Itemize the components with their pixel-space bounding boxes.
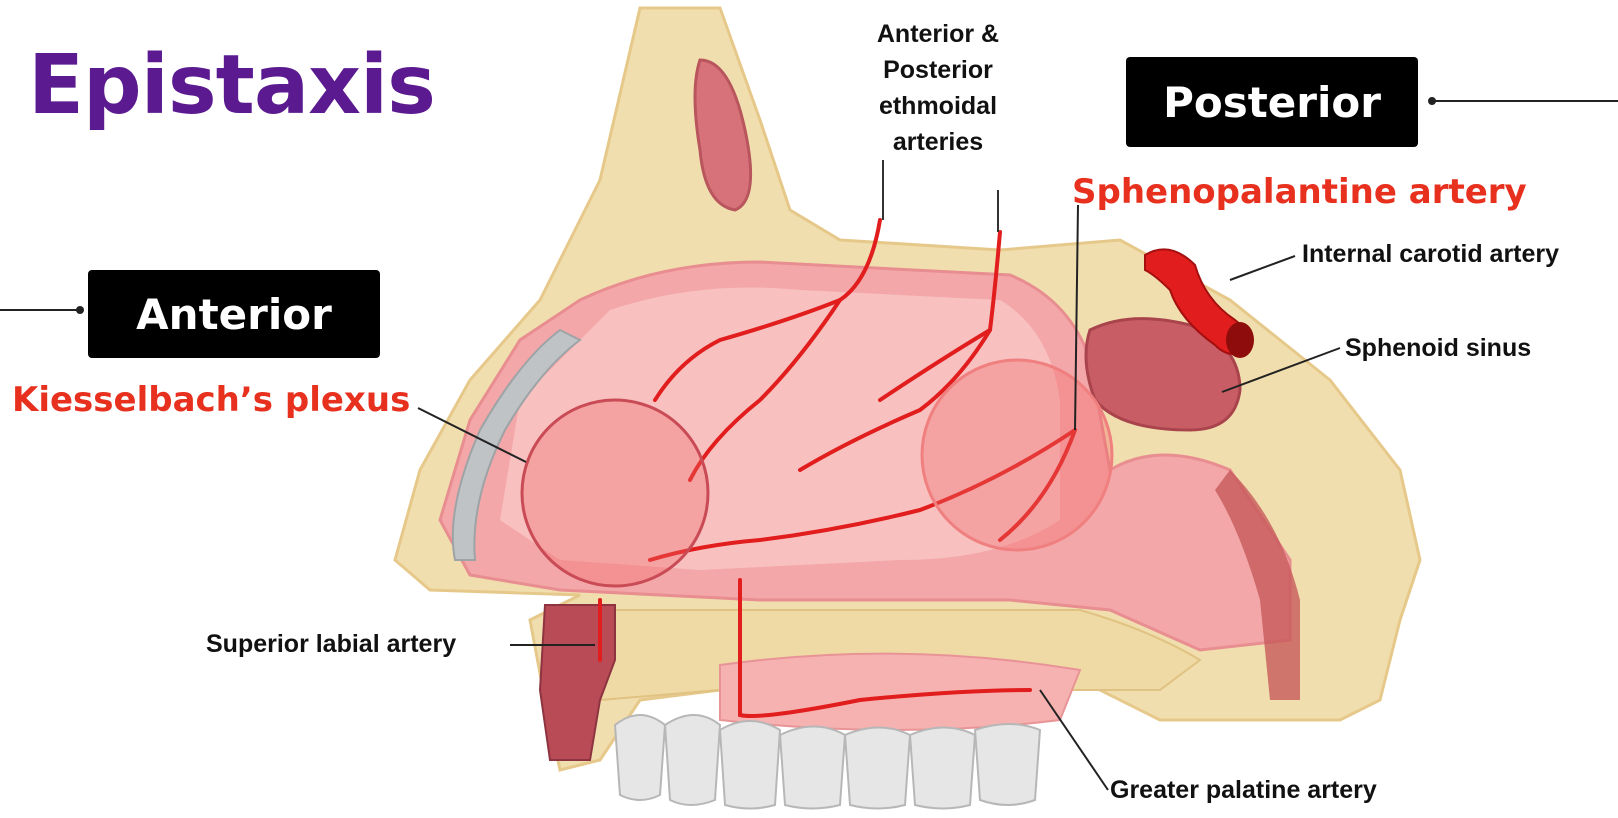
- kiesselbach-label: Kiesselbach’s plexus: [12, 380, 410, 420]
- sphenoid-sinus-label: Sphenoid sinus: [1345, 334, 1531, 363]
- sphenopalatine-area: [922, 360, 1112, 550]
- sphenopalatine-label: Sphenopalantine artery: [1072, 172, 1527, 212]
- page-title: Epistaxis: [28, 38, 435, 133]
- ethmoidal-line-1: Anterior &: [838, 16, 1038, 52]
- superior-labial-label: Superior labial artery: [206, 630, 456, 659]
- teeth: [615, 715, 1040, 809]
- carotid-opening: [1226, 322, 1254, 358]
- posterior-tag: Posterior: [1126, 57, 1418, 147]
- ethmoidal-arteries-label: Anterior & Posterior ethmoidal arteries: [838, 16, 1038, 160]
- greater-palatine-label: Greater palatine artery: [1110, 776, 1377, 805]
- internal-carotid-label: Internal carotid artery: [1302, 240, 1559, 269]
- ethmoidal-line-4: arteries: [838, 124, 1038, 160]
- ethmoid-artery-stems: [883, 160, 998, 232]
- ethmoidal-line-2: Posterior: [838, 52, 1038, 88]
- kiesselbach-area: [522, 400, 708, 586]
- anterior-tag: Anterior: [88, 270, 380, 358]
- ethmoidal-line-3: ethmoidal: [838, 88, 1038, 124]
